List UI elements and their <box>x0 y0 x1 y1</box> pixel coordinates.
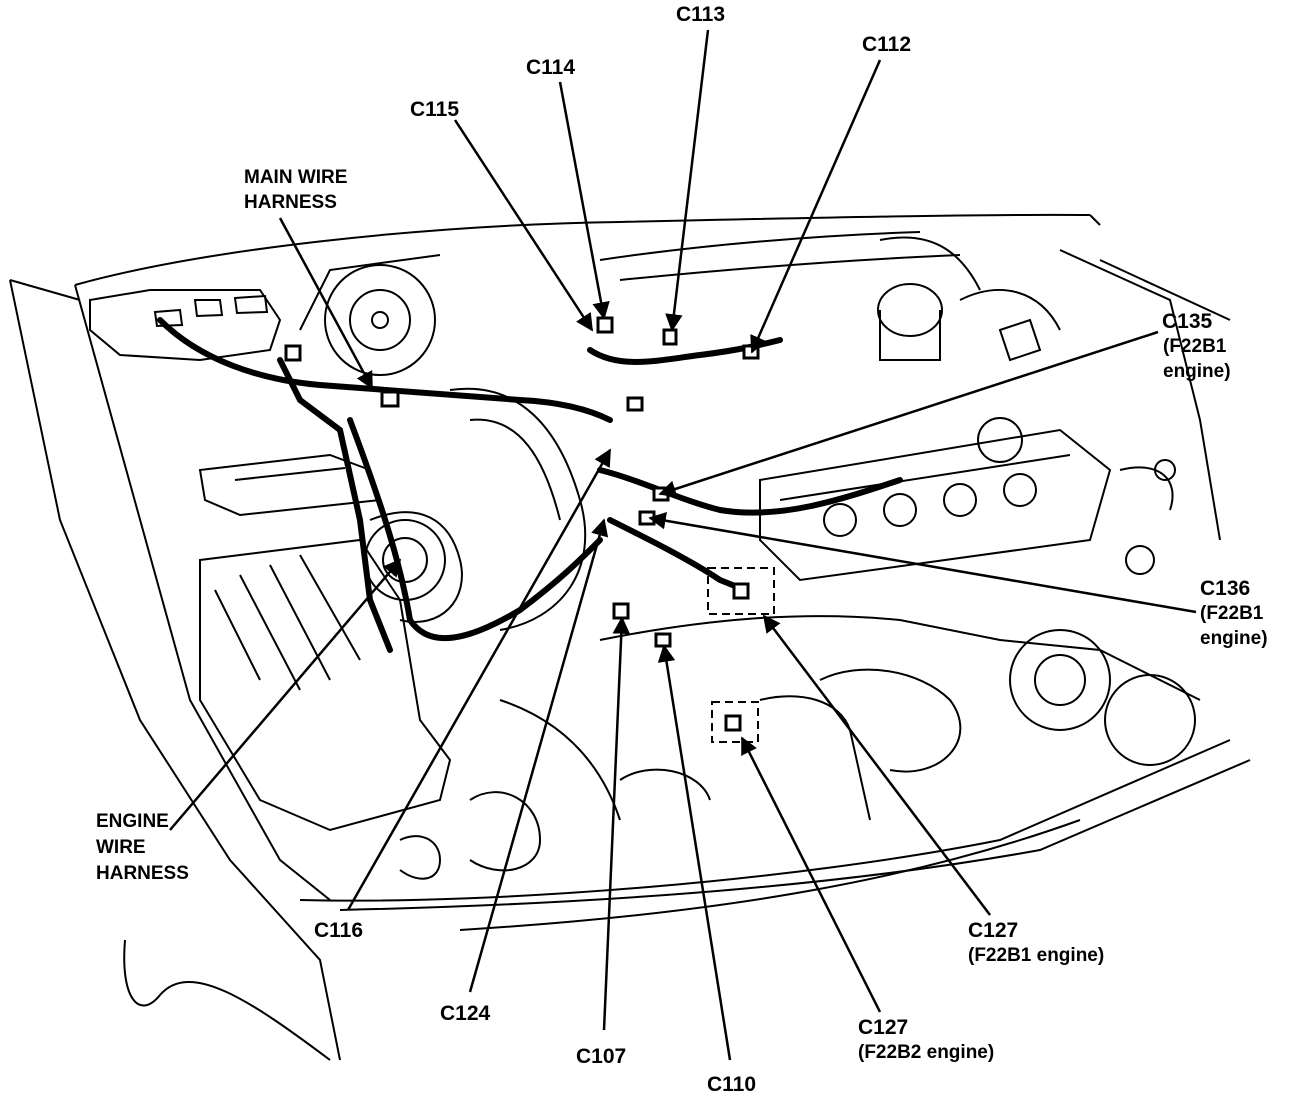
leader-engine-harness <box>169 558 402 831</box>
label-c112: C112 <box>862 33 912 56</box>
label-engine-wire-harness-line2: WIRE <box>96 837 146 858</box>
label-c136-note-line2: engine) <box>1200 628 1268 649</box>
dashed-callout-boxes <box>707 567 775 743</box>
label-c127-f22b1: C127 <box>968 919 1019 942</box>
label-c114: C114 <box>526 56 576 79</box>
leader-c124 <box>468 518 609 993</box>
label-engine-wire-harness-line3: HARNESS <box>96 863 189 884</box>
leader-c107 <box>602 616 631 1031</box>
label-c135-note-line2: engine) <box>1163 361 1231 382</box>
label-c127-f22b2-note: (F22B2 engine) <box>858 1042 995 1063</box>
label-main-wire-harness-line2: HARNESS <box>244 192 337 213</box>
label-c127-f22b1-note: (F22B1 engine) <box>968 945 1105 966</box>
label-c113: C113 <box>676 3 726 26</box>
leader-c113 <box>665 29 710 332</box>
label-main-wire-harness-line1: MAIN WIRE <box>244 167 348 188</box>
label-engine-wire-harness-line1: ENGINE <box>96 811 169 832</box>
engine-bay-drawing <box>9 213 1251 1061</box>
label-c135-note-line1: (F22B1 <box>1163 336 1227 357</box>
label-c136: C136 <box>1200 577 1251 600</box>
leader-c114 <box>558 81 610 320</box>
leader-c115 <box>453 119 594 332</box>
leader-c135 <box>658 330 1159 498</box>
leader-c136 <box>648 512 1197 614</box>
leader-c112 <box>750 59 882 354</box>
label-c124: C124 <box>440 1002 491 1025</box>
wire-harness-routing <box>157 317 903 653</box>
label-c135: C135 <box>1162 310 1213 333</box>
label-c116: C116 <box>314 919 364 942</box>
leader-main-harness <box>278 217 374 390</box>
leader-lines <box>169 29 1197 1061</box>
leader-c127-b1 <box>762 614 991 916</box>
leader-c110 <box>657 644 732 1061</box>
label-c115: C115 <box>410 98 460 121</box>
leader-c127-b2 <box>740 736 882 1013</box>
label-c127-f22b2: C127 <box>858 1016 909 1039</box>
label-c107: C107 <box>576 1045 627 1068</box>
leader-c116 <box>346 448 612 911</box>
label-c136-note-line1: (F22B1 <box>1200 603 1264 624</box>
label-c110: C110 <box>707 1073 757 1096</box>
